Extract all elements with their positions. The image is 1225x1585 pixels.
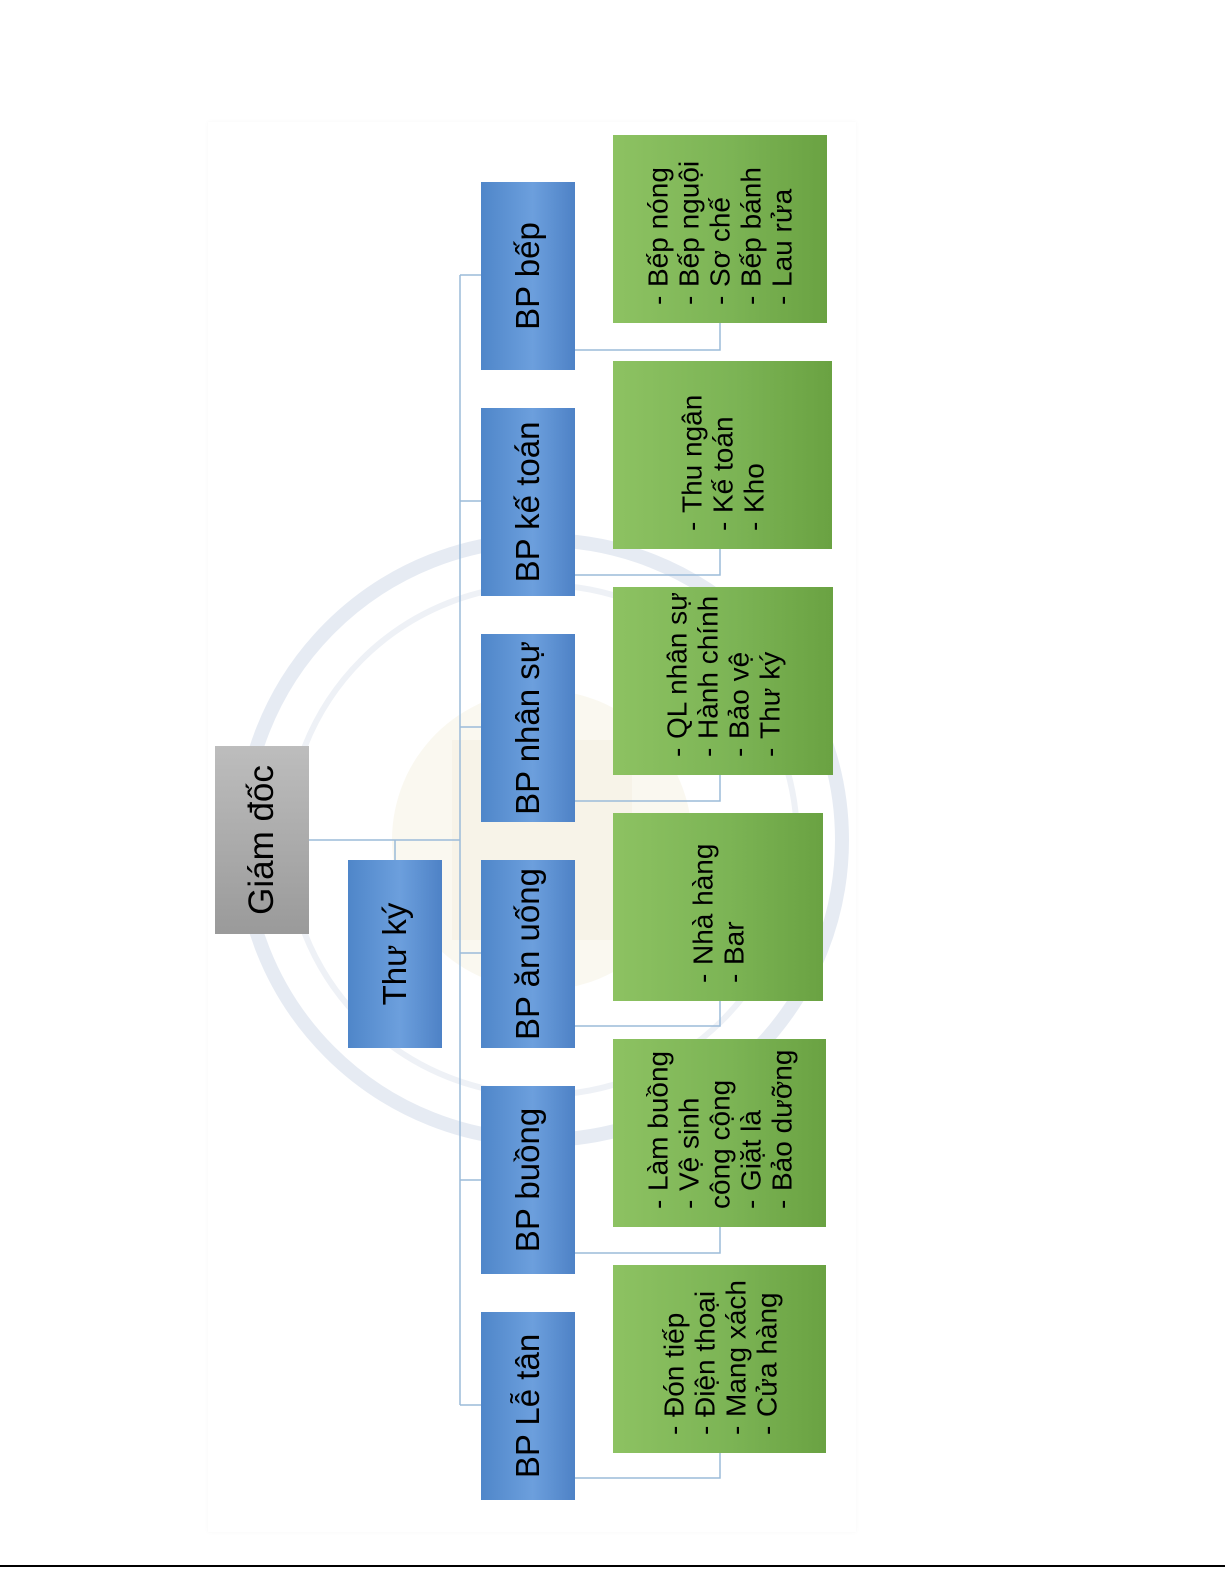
task-list: -QL nhân sự -Hành chính -Bảo vệ -Thư ký <box>661 592 785 757</box>
dept-accounting-label: BP kế toán <box>480 408 576 596</box>
task-item: -Bếp nguội <box>674 161 705 305</box>
task-list: -Thu ngân -Kế toán -Kho <box>676 395 769 531</box>
dept-kitchen: BP bếp <box>481 182 575 370</box>
dept-hr-label: BP nhân sự <box>480 634 576 822</box>
task-item: -Bếp bánh <box>736 161 767 305</box>
dept-hr: BP nhân sự <box>481 634 575 822</box>
tasks-housekeeping: -Làm buồng -Vệ sinh công cộng -Giặt là -… <box>613 1039 826 1227</box>
node-director-label: Giám đốc <box>215 746 309 934</box>
task-item: -Lau rửa <box>767 161 798 305</box>
dept-food-beverage-label: BP ăn uống <box>480 860 576 1048</box>
task-item: -Thu ngân <box>676 395 707 531</box>
task-item: -Đón tiếp <box>658 1280 689 1435</box>
dept-reception-label: BP Lễ tân <box>480 1312 576 1500</box>
tasks-food-beverage: -Nhà hàng -Bar <box>613 813 823 1001</box>
task-item: -Bảo vệ <box>723 592 754 757</box>
task-item: -Nhà hàng <box>687 844 718 983</box>
dept-housekeeping-label: BP buồng <box>480 1086 576 1274</box>
task-list: -Nhà hàng -Bar <box>687 844 749 983</box>
node-director: Giám đốc <box>215 746 309 934</box>
dept-accounting: BP kế toán <box>481 408 575 596</box>
tasks-accounting: -Thu ngân -Kế toán -Kho <box>613 361 832 549</box>
task-item: -Sơ chế <box>705 161 736 305</box>
task-item: -QL nhân sự <box>661 592 692 757</box>
dept-food-beverage: BP ăn uống <box>481 860 575 1048</box>
task-item: -Mang xách <box>720 1280 751 1435</box>
task-item: -Bếp nóng <box>643 161 674 305</box>
task-item: -Giặt là <box>735 1050 766 1209</box>
task-list: -Làm buồng -Vệ sinh công cộng -Giặt là -… <box>642 1050 797 1209</box>
task-item: -Hành chính <box>692 592 723 757</box>
task-item: -Kế toán <box>707 395 738 531</box>
task-item: -Điện thoại <box>689 1280 720 1435</box>
task-item: -Cửa hàng <box>751 1280 782 1435</box>
node-secretary: Thư ký <box>348 860 442 1048</box>
task-item: -Bảo dưỡng <box>766 1050 797 1209</box>
tasks-reception: -Đón tiếp -Điện thoại -Mang xách -Cửa hà… <box>613 1265 826 1453</box>
task-item: -Vệ sinh công cộng <box>673 1059 735 1209</box>
page-footer-rule <box>0 1565 1225 1567</box>
dept-reception: BP Lễ tân <box>481 1312 575 1500</box>
dept-kitchen-label: BP bếp <box>480 182 576 370</box>
task-item: -Kho <box>738 395 769 531</box>
task-item: -Thư ký <box>754 592 785 757</box>
dept-housekeeping: BP buồng <box>481 1086 575 1274</box>
tasks-hr: -QL nhân sự -Hành chính -Bảo vệ -Thư ký <box>613 587 833 775</box>
task-item: -Bar <box>718 844 749 983</box>
tasks-kitchen: -Bếp nóng -Bếp nguội -Sơ chế -Bếp bánh -… <box>613 135 827 323</box>
task-item: -Làm buồng <box>642 1050 673 1209</box>
task-list: -Bếp nóng -Bếp nguội -Sơ chế -Bếp bánh -… <box>643 161 798 305</box>
node-secretary-label: Thư ký <box>347 860 443 1048</box>
task-list: -Đón tiếp -Điện thoại -Mang xách -Cửa hà… <box>658 1280 782 1435</box>
